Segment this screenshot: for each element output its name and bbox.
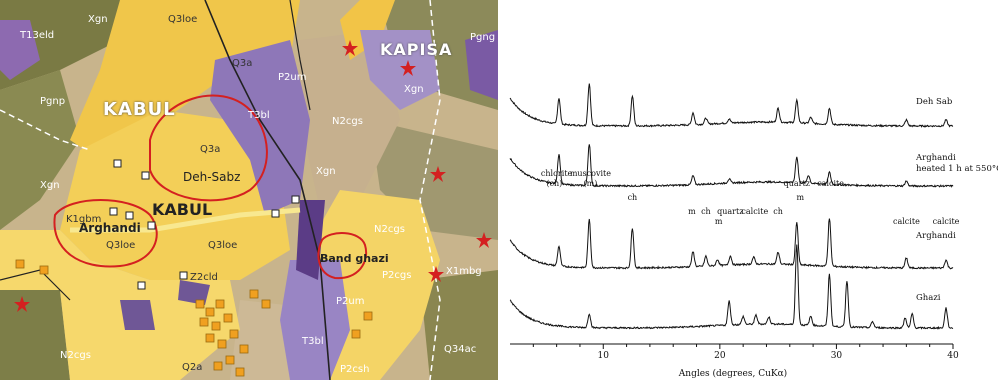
olive-unit-sw bbox=[0, 290, 70, 380]
series-label: Ghazi bbox=[916, 293, 941, 303]
purple-unit-t3bl-north bbox=[210, 40, 310, 215]
x-tick-label: 10 bbox=[598, 351, 610, 361]
peak-annotation: calcite bbox=[933, 217, 960, 226]
xrd-trace-2 bbox=[509, 144, 954, 188]
deh-sabz-outline bbox=[149, 94, 268, 202]
fault-north bbox=[289, 0, 311, 111]
deh-sabz-label: Deh-Sabz bbox=[183, 170, 241, 184]
peak-annotation: calcite bbox=[741, 207, 768, 216]
band-ghazi-outline bbox=[317, 232, 368, 280]
unit-code: Xgn bbox=[316, 166, 336, 177]
x-tick-label: 40 bbox=[947, 351, 959, 361]
series-label: Deh Sab bbox=[916, 97, 953, 107]
unit-code: Q3loe bbox=[168, 14, 198, 25]
sample-markers bbox=[109, 159, 300, 290]
purple-unit-kapisa bbox=[360, 30, 440, 110]
peak-annotation: quartz bbox=[784, 179, 810, 188]
xrd-trace-3 bbox=[509, 218, 954, 270]
yellow-unit-south-west bbox=[0, 230, 240, 380]
purple-unit-small-2 bbox=[178, 280, 210, 305]
unit-code: T13eld bbox=[20, 30, 55, 41]
band-ghazi-label: Band ghazi bbox=[320, 252, 389, 265]
unit-code: Q34ac bbox=[444, 344, 477, 355]
olive-unit-ne bbox=[380, 0, 498, 110]
peak-annotation: ch bbox=[701, 207, 711, 216]
unit-code: Q2a bbox=[182, 362, 203, 373]
unit-code: Q3loe bbox=[208, 240, 238, 251]
unit-code: P2um bbox=[278, 72, 307, 83]
kabul-label-large: KABUL bbox=[103, 99, 176, 120]
x-tick-label: 20 bbox=[714, 351, 726, 361]
x-tick-label: 30 bbox=[831, 351, 843, 361]
peak-annotation: calcite bbox=[893, 217, 920, 226]
purple-unit-pgng bbox=[465, 30, 498, 100]
unit-code: Xgn bbox=[40, 180, 60, 191]
unit-code: T3bl bbox=[302, 336, 324, 347]
unit-code: Q3a bbox=[232, 58, 253, 69]
purple-unit-t3bl-south bbox=[280, 260, 350, 380]
unit-code: Q3loe bbox=[106, 240, 136, 251]
series-label: Arghandi bbox=[915, 231, 956, 241]
purple-unit-t13eld bbox=[0, 20, 40, 80]
purple-unit-small-1 bbox=[120, 300, 155, 330]
unit-code: X1mbg bbox=[446, 266, 482, 277]
olive-unit-nw bbox=[0, 0, 140, 90]
unit-code: Xgn bbox=[404, 84, 424, 95]
peak-annotation: quartz bbox=[717, 207, 743, 216]
olive-unit-w bbox=[0, 70, 80, 230]
unit-code: P2csh bbox=[340, 364, 370, 375]
xrd-traces bbox=[509, 83, 954, 330]
x-axis: 10 20 30 40 bbox=[510, 343, 959, 361]
arghandi-outline bbox=[53, 199, 158, 268]
peak-annotation: m bbox=[688, 207, 696, 216]
x-axis-label: Angles (degrees, CuKα) bbox=[678, 368, 787, 379]
fault-main bbox=[204, 0, 331, 380]
peak-annotation: (m) bbox=[583, 179, 597, 188]
peak-annotation: m bbox=[797, 193, 805, 202]
unit-code: T3bl bbox=[248, 110, 270, 121]
peak-annotation: muscovite bbox=[570, 169, 611, 178]
xrd-trace-1 bbox=[509, 83, 954, 128]
series-label: heated 1 h at 550°C bbox=[916, 164, 998, 174]
boundary-east bbox=[419, 0, 441, 380]
star-markers bbox=[14, 40, 492, 312]
orange-markers bbox=[15, 259, 373, 377]
unit-code: Q3a bbox=[200, 144, 221, 155]
peak-annotation: (ch) bbox=[546, 179, 562, 188]
kabul-label-medium: KABUL bbox=[152, 200, 213, 219]
road-main bbox=[70, 207, 301, 233]
unit-code: P2um bbox=[336, 296, 365, 307]
series-label: Arghandi bbox=[915, 153, 956, 163]
unit-code: P2cgs bbox=[382, 270, 412, 281]
arghandi-label: Arghandi bbox=[79, 221, 141, 235]
purple-unit-dark bbox=[296, 200, 325, 280]
unit-code: N2cgs bbox=[374, 224, 405, 235]
unit-code: Pgnp bbox=[40, 96, 66, 107]
peak-annotation: m bbox=[715, 217, 723, 226]
boundary-west bbox=[0, 109, 91, 151]
unit-code: Pgng bbox=[470, 32, 496, 43]
yellow-unit-north bbox=[70, 0, 300, 160]
geological-map: KABUL KABUL KAPISA Deh-Sabz Arghandi Ban… bbox=[0, 0, 498, 380]
peak-annotation: ch bbox=[773, 207, 783, 216]
map-canvas bbox=[0, 0, 498, 380]
peak-annotation: calcite bbox=[817, 179, 844, 188]
unit-code: Xgn bbox=[88, 14, 108, 25]
peak-annotation: chlorite bbox=[541, 169, 573, 178]
unit-code: N2cgs bbox=[332, 116, 363, 127]
unit-code: N2cgs bbox=[60, 350, 91, 361]
peak-annotation: ch bbox=[628, 193, 638, 202]
yellow-unit-kabul-basin bbox=[60, 110, 290, 280]
xrd-trace-4 bbox=[509, 244, 954, 330]
unit-code: Z2cld bbox=[190, 272, 218, 283]
kapisa-label: KAPISA bbox=[380, 40, 453, 59]
unit-code: K1gbm bbox=[66, 214, 102, 225]
